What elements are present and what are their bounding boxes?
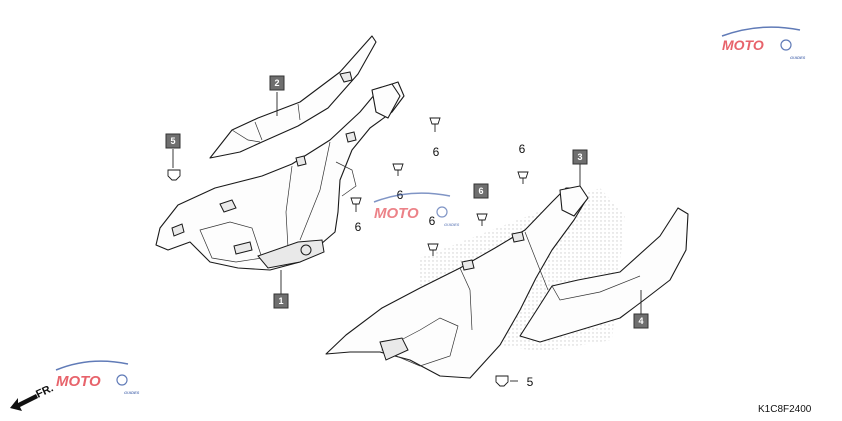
- bolt-5-left: [167, 169, 181, 181]
- bolt-5-right: [495, 375, 518, 387]
- screw-6-left-c: [350, 197, 362, 212]
- callout-4-box[interactable]: [633, 313, 649, 329]
- callout-4-label: 4: [638, 316, 643, 326]
- screw-6-right-box: [476, 213, 488, 226]
- callout-6-box-label: 6: [478, 186, 483, 196]
- svg-text:MOTO: MOTO: [56, 373, 101, 390]
- front-direction-indicator: FR.: [10, 382, 55, 411]
- callout-2-label: 2: [274, 78, 279, 88]
- screw-6-right-a: [517, 171, 529, 184]
- watermark-logo-center: MOTO GUIDES: [373, 192, 460, 227]
- watermark-swoosh-icon: [55, 360, 129, 371]
- callout-3-box[interactable]: [572, 149, 588, 165]
- callout-5-box[interactable]: [165, 133, 181, 149]
- wheel-icon: [436, 206, 448, 218]
- wheel-icon: [780, 39, 792, 51]
- callout-3-label: 3: [577, 152, 582, 162]
- callout-5-plain[interactable]: 5: [527, 375, 534, 389]
- callout-1-box[interactable]: [273, 293, 289, 309]
- screw-6-right-b: [427, 243, 439, 256]
- callout-1-label: 1: [278, 296, 283, 306]
- screw-6-left-b: [392, 163, 404, 176]
- callout-6-d[interactable]: 6: [519, 142, 526, 156]
- svg-text:GUIDES: GUIDES: [124, 390, 140, 395]
- part-4-lower-panel: [519, 207, 689, 343]
- callout-2-box[interactable]: [269, 75, 285, 91]
- watermark-swoosh-icon: [373, 192, 451, 203]
- svg-text:GUIDES: GUIDES: [444, 222, 460, 227]
- part-2-upper-trim: [209, 35, 377, 159]
- svg-text:MOTO: MOTO: [374, 205, 419, 222]
- callout-6-e[interactable]: 6: [429, 214, 436, 228]
- svg-text:MOTO: MOTO: [722, 37, 764, 53]
- svg-text:GUIDES: GUIDES: [790, 55, 806, 60]
- watermark-swoosh-icon: [721, 26, 801, 37]
- front-arrow-icon: [10, 394, 38, 411]
- part-right-side-cover: [325, 185, 589, 379]
- diagram-code: K1C8F2400: [758, 404, 812, 415]
- screw-6-left-a: [429, 117, 441, 132]
- callout-6-c[interactable]: 6: [355, 220, 362, 234]
- part-1-left-side-cover: [155, 81, 405, 271]
- callout-6-a[interactable]: 6: [433, 145, 440, 159]
- front-label: FR.: [34, 382, 55, 400]
- callout-6-box[interactable]: [473, 183, 489, 199]
- wheel-icon: [116, 374, 128, 386]
- watermark-logo-bottom-left: MOTO GUIDES: [55, 360, 140, 395]
- watermark-logo-top-right: MOTO GUIDES: [721, 26, 806, 60]
- callout-5-box-label: 5: [170, 136, 175, 146]
